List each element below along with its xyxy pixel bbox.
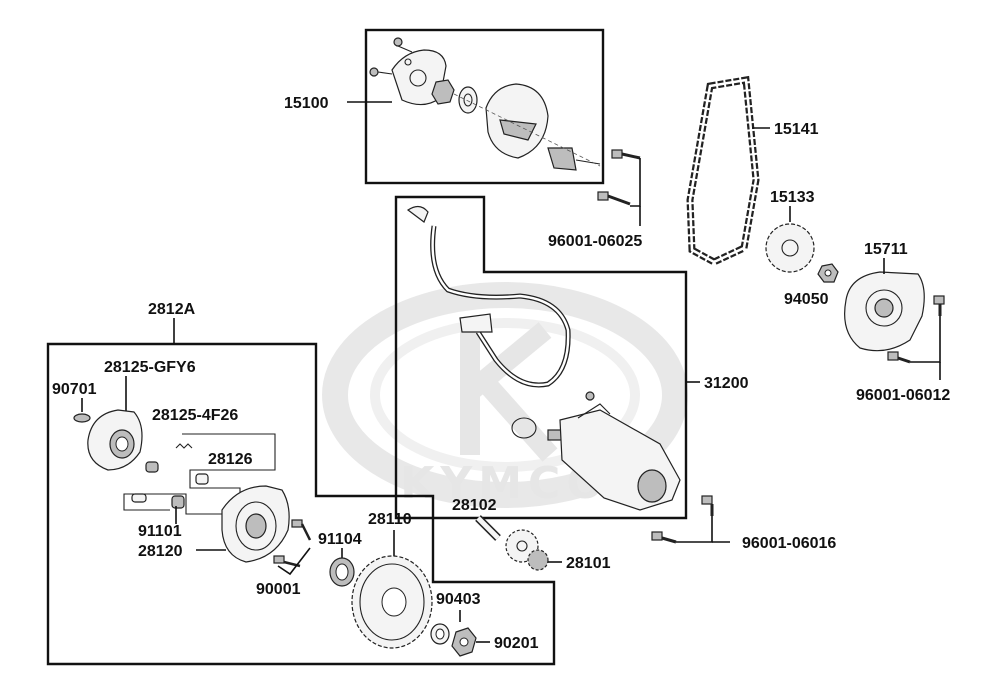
bolt-icon [651, 495, 714, 544]
oil-pump-group-frame [364, 28, 605, 185]
starter-motor-group-frame [394, 195, 688, 520]
starter-cables [406, 205, 571, 388]
spring-icon [175, 443, 193, 449]
part-label-90403: 90403 [436, 591, 481, 608]
needle-bearing-91104 [329, 557, 355, 587]
nut-icon [817, 263, 839, 283]
part-label-28102: 28102 [452, 497, 497, 514]
starter-clutch-group-frame [46, 342, 556, 666]
drive-chain [686, 75, 760, 266]
part-label-96001-06016: 96001-06016 [742, 535, 836, 552]
pump-cover-15711 [844, 271, 925, 352]
part-label-28110: 28110 [368, 511, 412, 528]
part-label-28120: 28120 [138, 543, 183, 560]
starter-motor [511, 391, 681, 511]
part-label-28125-4F26: 28125-4F26 [152, 407, 238, 424]
bolt-icon [597, 149, 641, 206]
key-90701 [73, 413, 91, 423]
part-label-91101: 91101 [138, 523, 182, 540]
leader-96001-06016 [676, 516, 713, 543]
part-label-28101: 28101 [566, 555, 611, 572]
part-label-96001-06012: 96001-06012 [856, 387, 950, 404]
washer-90403 [430, 623, 450, 645]
part-label-94050: 94050 [784, 291, 829, 308]
clutch-outer-plate [87, 409, 143, 471]
nut-icon [451, 627, 477, 657]
part-label-31200: 31200 [704, 375, 749, 392]
part-label-91104: 91104 [318, 531, 362, 548]
clutch-housing-28120 [221, 485, 290, 563]
part-label-15711: 15711 [864, 241, 908, 258]
roller-icon [131, 461, 209, 509]
bolt-icon [369, 37, 413, 77]
part-label-90001: 90001 [256, 581, 301, 598]
part-label-15141: 15141 [774, 121, 819, 138]
part-label-96001-06025: 96001-06025 [548, 233, 642, 250]
oil-pump-assembly [369, 37, 601, 171]
part-label-15100: 15100 [284, 95, 329, 112]
leader-96001-06025 [630, 158, 641, 207]
bolt-icon [273, 519, 312, 568]
part-label-90201: 90201 [494, 635, 539, 652]
shaft-28102 [475, 515, 501, 541]
gear-28101 [505, 529, 549, 571]
part-label-28125-GFY6: 28125-GFY6 [104, 359, 196, 376]
part-label-90701: 90701 [52, 381, 97, 398]
part-label-15133: 15133 [770, 189, 815, 206]
part-label-2812A: 2812A [148, 301, 196, 318]
starter-driven-gear-28110 [351, 555, 433, 649]
part-label-28126: 28126 [208, 451, 253, 468]
bolt-icon [887, 295, 945, 364]
sprocket-15133 [765, 223, 815, 273]
